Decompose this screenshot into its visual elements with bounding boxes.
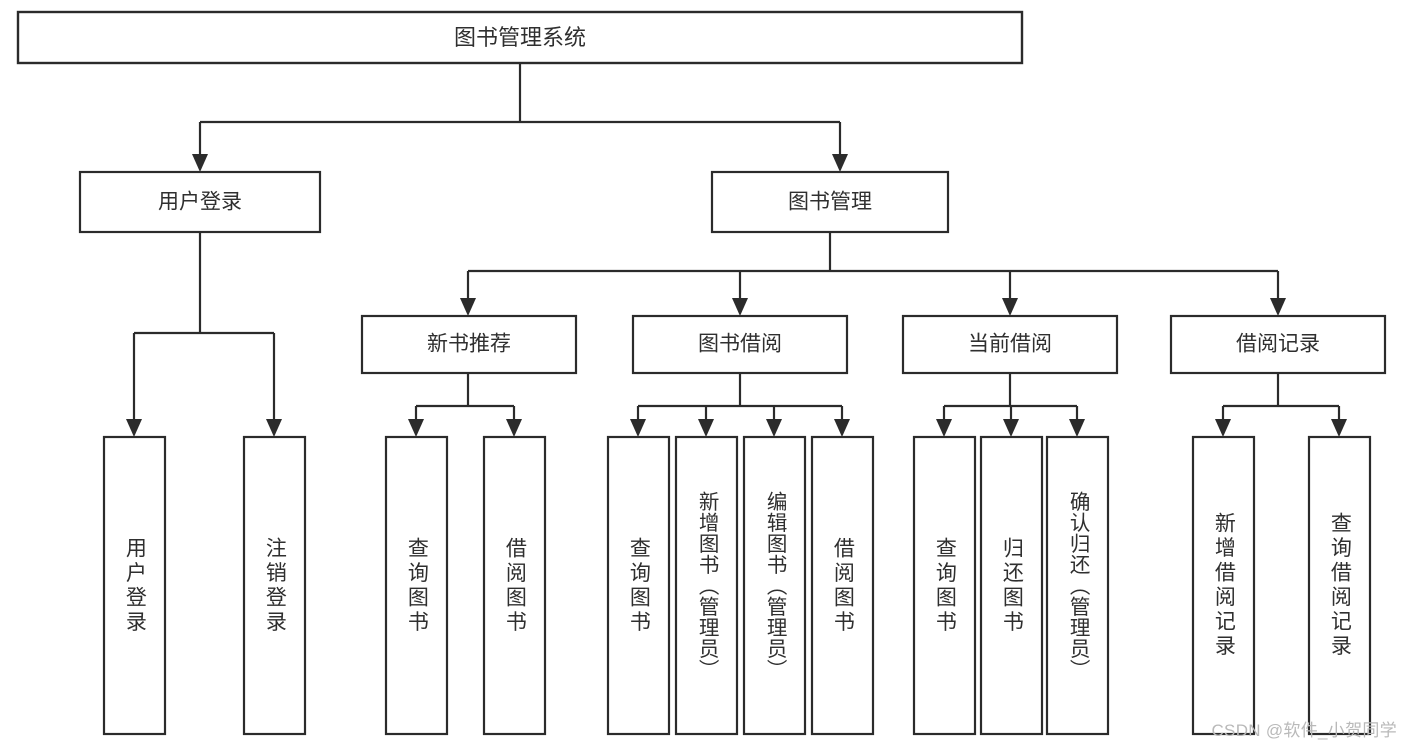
connector-borrowrecord-to-leaves bbox=[1215, 373, 1347, 437]
connector-newbook-to-leaves bbox=[408, 373, 522, 437]
leaf-box-user-login-1[interactable] bbox=[242, 435, 307, 736]
node-new-book-recommend[interactable]: 新书推荐 bbox=[360, 314, 578, 375]
leaf-box-new-book-0[interactable] bbox=[384, 435, 449, 736]
node-new-book-recommend-label: 新书推荐 bbox=[427, 333, 511, 356]
node-borrow-record[interactable]: 借阅记录 bbox=[1169, 314, 1387, 375]
leaf-box-book-borrow-2[interactable] bbox=[742, 435, 807, 736]
connector-root-to-level2 bbox=[192, 63, 848, 172]
node-book-borrow[interactable]: 图书借阅 bbox=[631, 314, 849, 375]
leaf-box-borrow-record-0[interactable] bbox=[1191, 435, 1256, 736]
watermark-text: CSDN @软件_小贺同学 bbox=[1211, 721, 1397, 740]
leaf-box-user-login-0[interactable] bbox=[102, 435, 167, 736]
connector-currentborrow-to-leaves bbox=[936, 373, 1085, 437]
connector-userlogin-to-leaves bbox=[126, 232, 282, 437]
connector-bookmgmt-to-level3 bbox=[460, 232, 1286, 316]
leaf-box-current-borrow-2[interactable] bbox=[1045, 435, 1110, 736]
leaf-box-current-borrow-0[interactable] bbox=[912, 435, 977, 736]
leaf-box-current-borrow-1[interactable] bbox=[979, 435, 1044, 736]
node-root[interactable]: 图书管理系统 bbox=[16, 10, 1024, 65]
leaf-box-borrow-record-1[interactable] bbox=[1307, 435, 1372, 736]
node-book-management[interactable]: 图书管理 bbox=[710, 170, 950, 234]
node-user-login[interactable]: 用户登录 bbox=[78, 170, 322, 234]
node-book-management-label: 图书管理 bbox=[788, 191, 872, 214]
leaf-box-new-book-1[interactable] bbox=[482, 435, 547, 736]
node-user-login-label: 用户登录 bbox=[158, 191, 242, 214]
node-root-label: 图书管理系统 bbox=[454, 25, 586, 50]
connector-bookborrow-to-leaves bbox=[630, 373, 850, 437]
node-book-borrow-label: 图书借阅 bbox=[698, 333, 782, 356]
leaf-box-book-borrow-3[interactable] bbox=[810, 435, 875, 736]
leaf-box-book-borrow-0[interactable] bbox=[606, 435, 671, 736]
node-current-borrow[interactable]: 当前借阅 bbox=[901, 314, 1119, 375]
leaf-box-book-borrow-1[interactable] bbox=[674, 435, 739, 736]
node-current-borrow-label: 当前借阅 bbox=[968, 333, 1052, 356]
node-borrow-record-label: 借阅记录 bbox=[1236, 333, 1320, 356]
